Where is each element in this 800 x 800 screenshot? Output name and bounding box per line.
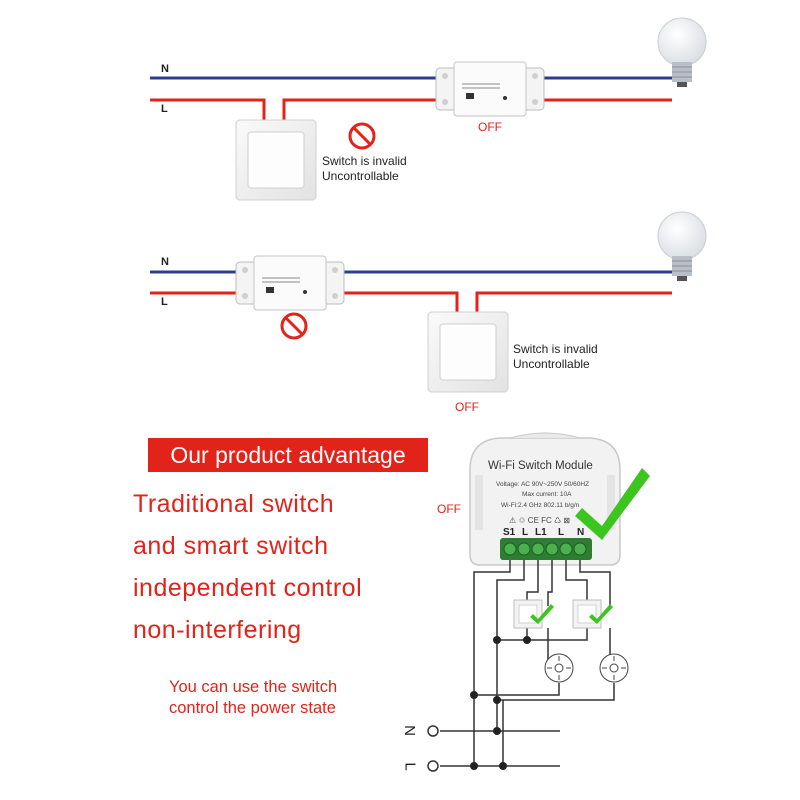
module-wifi: Wi-Fi:2.4 GHz 802.11 b/g/n bbox=[501, 502, 580, 509]
advantage-banner: Our product advantage bbox=[148, 438, 428, 472]
terminal-label-l1: L1 bbox=[535, 527, 547, 538]
live-wire bbox=[150, 98, 672, 122]
module-voltage: Voltage: AC 90V~250V 50/60HZ bbox=[496, 481, 590, 488]
live-label: L bbox=[161, 296, 168, 308]
check-icon bbox=[589, 604, 613, 624]
light-bulb-1 bbox=[657, 17, 707, 87]
mini-switch-1 bbox=[513, 599, 554, 629]
invalid-line-2: Uncontrollable bbox=[322, 169, 399, 183]
note-line-1: You can use the switch bbox=[169, 678, 338, 696]
smart-relay-2 bbox=[235, 255, 345, 311]
advantage-line-2: and smart switch bbox=[133, 532, 329, 560]
module-diagram bbox=[427, 432, 650, 772]
switch-state-label: OFF bbox=[455, 400, 479, 414]
module-neutral-label: N bbox=[400, 725, 418, 736]
terminal-label-s1: S1 bbox=[503, 527, 516, 538]
smart-relay-1 bbox=[435, 61, 545, 117]
module-current: Max current: 10A bbox=[522, 491, 572, 498]
relay-state-label: OFF bbox=[478, 120, 502, 134]
terminal-block bbox=[500, 538, 592, 560]
invalid-message: Switch is invalid Uncontrollable bbox=[322, 154, 407, 184]
module-wiring bbox=[440, 560, 615, 767]
live-wire bbox=[150, 291, 672, 314]
advantage-line-1: Traditional switch bbox=[133, 490, 335, 518]
lamp-symbol-1 bbox=[544, 653, 574, 683]
terminal-label-n: N bbox=[577, 527, 585, 538]
module-state-label: OFF bbox=[437, 502, 461, 516]
diagram-1 bbox=[150, 17, 707, 201]
invalid-line-1: Switch is invalid bbox=[513, 342, 598, 356]
invalid-line-2: Uncontrollable bbox=[513, 357, 590, 371]
advantage-line-3: independent control bbox=[133, 574, 363, 602]
neutral-terminal bbox=[427, 725, 439, 737]
note-line-2: control the power state bbox=[169, 699, 336, 717]
certification-marks: ⚠ ♲ CE FC ♺ ⊠ bbox=[509, 516, 571, 525]
junction-dots bbox=[470, 636, 531, 770]
neutral-label: N bbox=[161, 63, 169, 75]
invalid-line-1: Switch is invalid bbox=[322, 154, 407, 168]
lamp-symbol-2 bbox=[599, 653, 629, 683]
prohibited-icon bbox=[280, 312, 308, 340]
wifi-switch-module bbox=[469, 432, 621, 566]
check-icon bbox=[530, 604, 554, 624]
check-icon bbox=[575, 468, 650, 540]
terminal-label-l-2: L bbox=[558, 527, 565, 538]
live-label: L bbox=[161, 103, 168, 115]
invalid-message: Switch is invalid Uncontrollable bbox=[513, 342, 598, 372]
neutral-label: N bbox=[161, 256, 169, 268]
terminal-label-l: L bbox=[522, 527, 529, 538]
module-live-label: L bbox=[401, 762, 419, 771]
module-title: Wi-Fi Switch Module bbox=[488, 460, 593, 472]
prohibited-icon bbox=[348, 122, 376, 150]
light-bulb-2 bbox=[657, 211, 707, 281]
wall-switch-2 bbox=[427, 311, 509, 393]
wall-switch-1 bbox=[235, 119, 317, 201]
live-terminal bbox=[427, 760, 439, 772]
mini-switch-2 bbox=[572, 599, 613, 629]
advantage-line-4: non-interfering bbox=[133, 616, 302, 644]
diagram-2 bbox=[150, 211, 707, 393]
